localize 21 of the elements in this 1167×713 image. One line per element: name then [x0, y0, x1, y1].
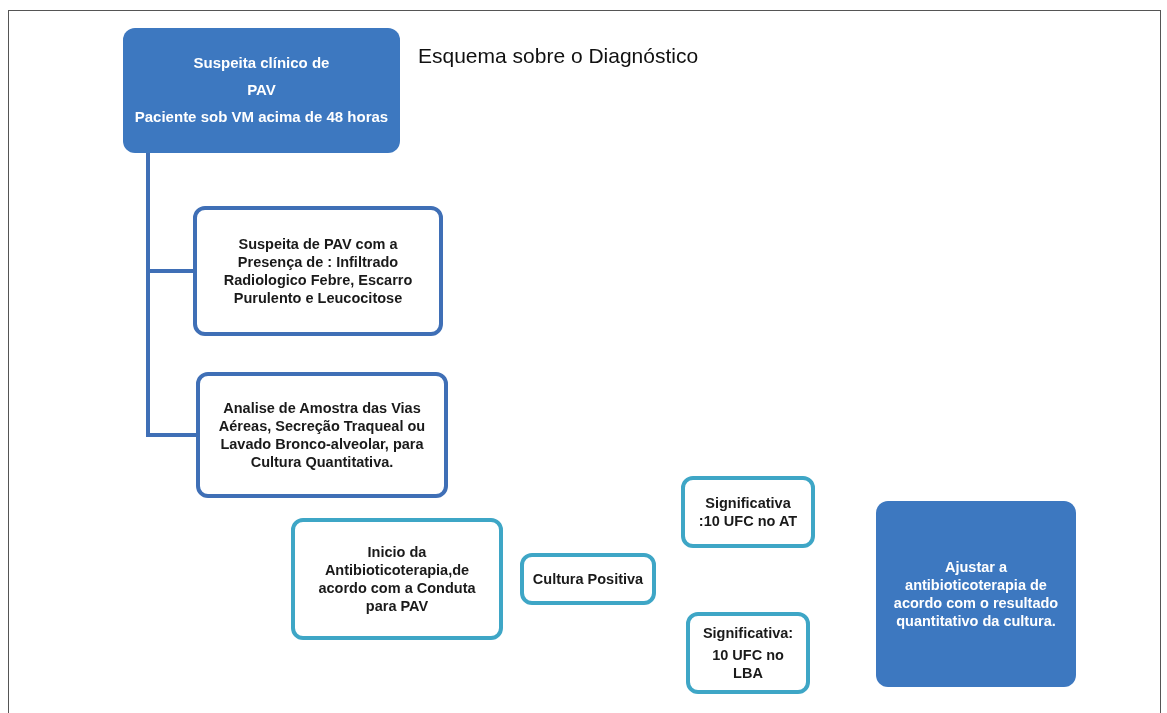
process-box [291, 518, 503, 640]
process-box [193, 206, 443, 336]
box-text: Significativa :10 UFC no AT [697, 493, 799, 531]
box-text: Inicio da Antibioticoterapia,de acordo com a Conduta para PAV [317, 542, 477, 616]
process-box [876, 501, 1076, 687]
box-text: Analise de Amostra das Vias Aéreas, Secreção Traqueal ou Lavado Bronco-alveolar, para Cultura Quantitativa. [217, 398, 427, 472]
box-text: Paciente sob VM acima de 48 horas [134, 107, 389, 127]
process-box [686, 612, 810, 694]
process-box [681, 476, 815, 548]
box-text: 10 UFC no LBA [711, 645, 785, 683]
box-text: Significativa: [702, 623, 794, 642]
connector-line [146, 153, 196, 437]
diagram-title: Esquema sobre o Diagnóstico [418, 44, 699, 68]
process-box [520, 553, 656, 605]
box-text: Cultura Positiva [532, 569, 644, 589]
box-text: PAV [247, 81, 276, 100]
box-text: Ajustar a antibioticoterapia de acordo com o resultado quantitativo da cultura. [892, 557, 1060, 631]
process-box [196, 372, 448, 498]
process-box [123, 28, 400, 153]
box-text: Suspeita clínico de [193, 54, 330, 74]
box-text: Suspeita de PAV com a Presença de : Infiltrado Radiologico Febre, Escarro Purulento e Leucocitose [222, 234, 414, 308]
